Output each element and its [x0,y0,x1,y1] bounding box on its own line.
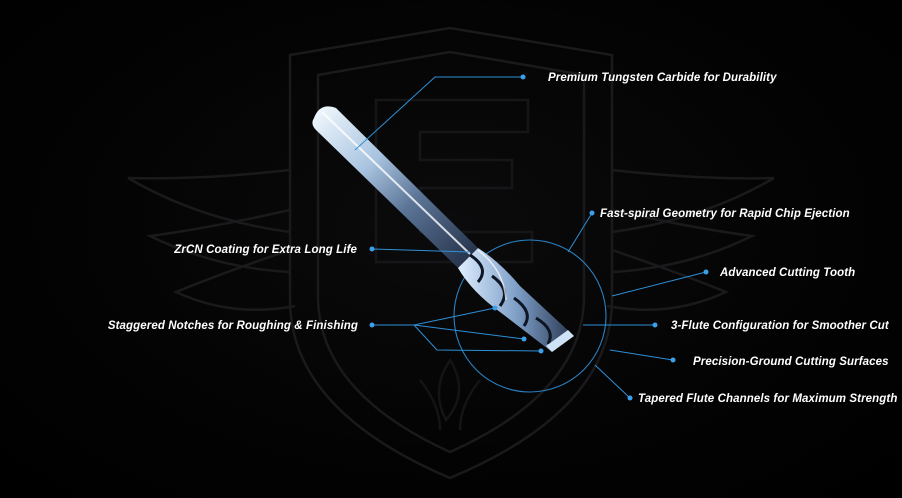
callout-zrcn: ZrCN Coating for Extra Long Life [174,244,357,256]
callout-line-tapered [594,364,631,399]
callout-tungsten: Premium Tungsten Carbide for Durability [548,72,777,84]
callout-line-precision [609,349,674,361]
shield-wings-emblem-icon [127,26,775,480]
end-mill-bit-icon [312,106,574,352]
callout-line-notches-b [413,324,525,340]
callout-line-fast-spiral [567,212,593,253]
callout-line-notches-a [372,307,496,326]
callout-line-zrcn [371,248,471,253]
callout-fast-spiral: Fast-spiral Geometry for Rapid Chip Ejec… [600,208,850,220]
detail-highlight-circle [453,239,607,393]
callout-line-cutting-tooth [611,271,707,297]
callout-line-notches-c [413,324,542,352]
callout-cutting-tooth: Advanced Cutting Tooth [720,267,856,279]
callout-tapered: Tapered Flute Channels for Maximum Stren… [638,393,898,405]
callout-notches: Staggered Notches for Roughing & Finishi… [107,320,358,332]
callout-dots [369,74,709,401]
callout-line-tungsten [354,76,523,151]
callout-lines [354,76,707,399]
callout-three-flute: 3-Flute Configuration for Smoother Cut [671,320,889,332]
callout-precision: Precision-Ground Cutting Surfaces [693,356,889,368]
